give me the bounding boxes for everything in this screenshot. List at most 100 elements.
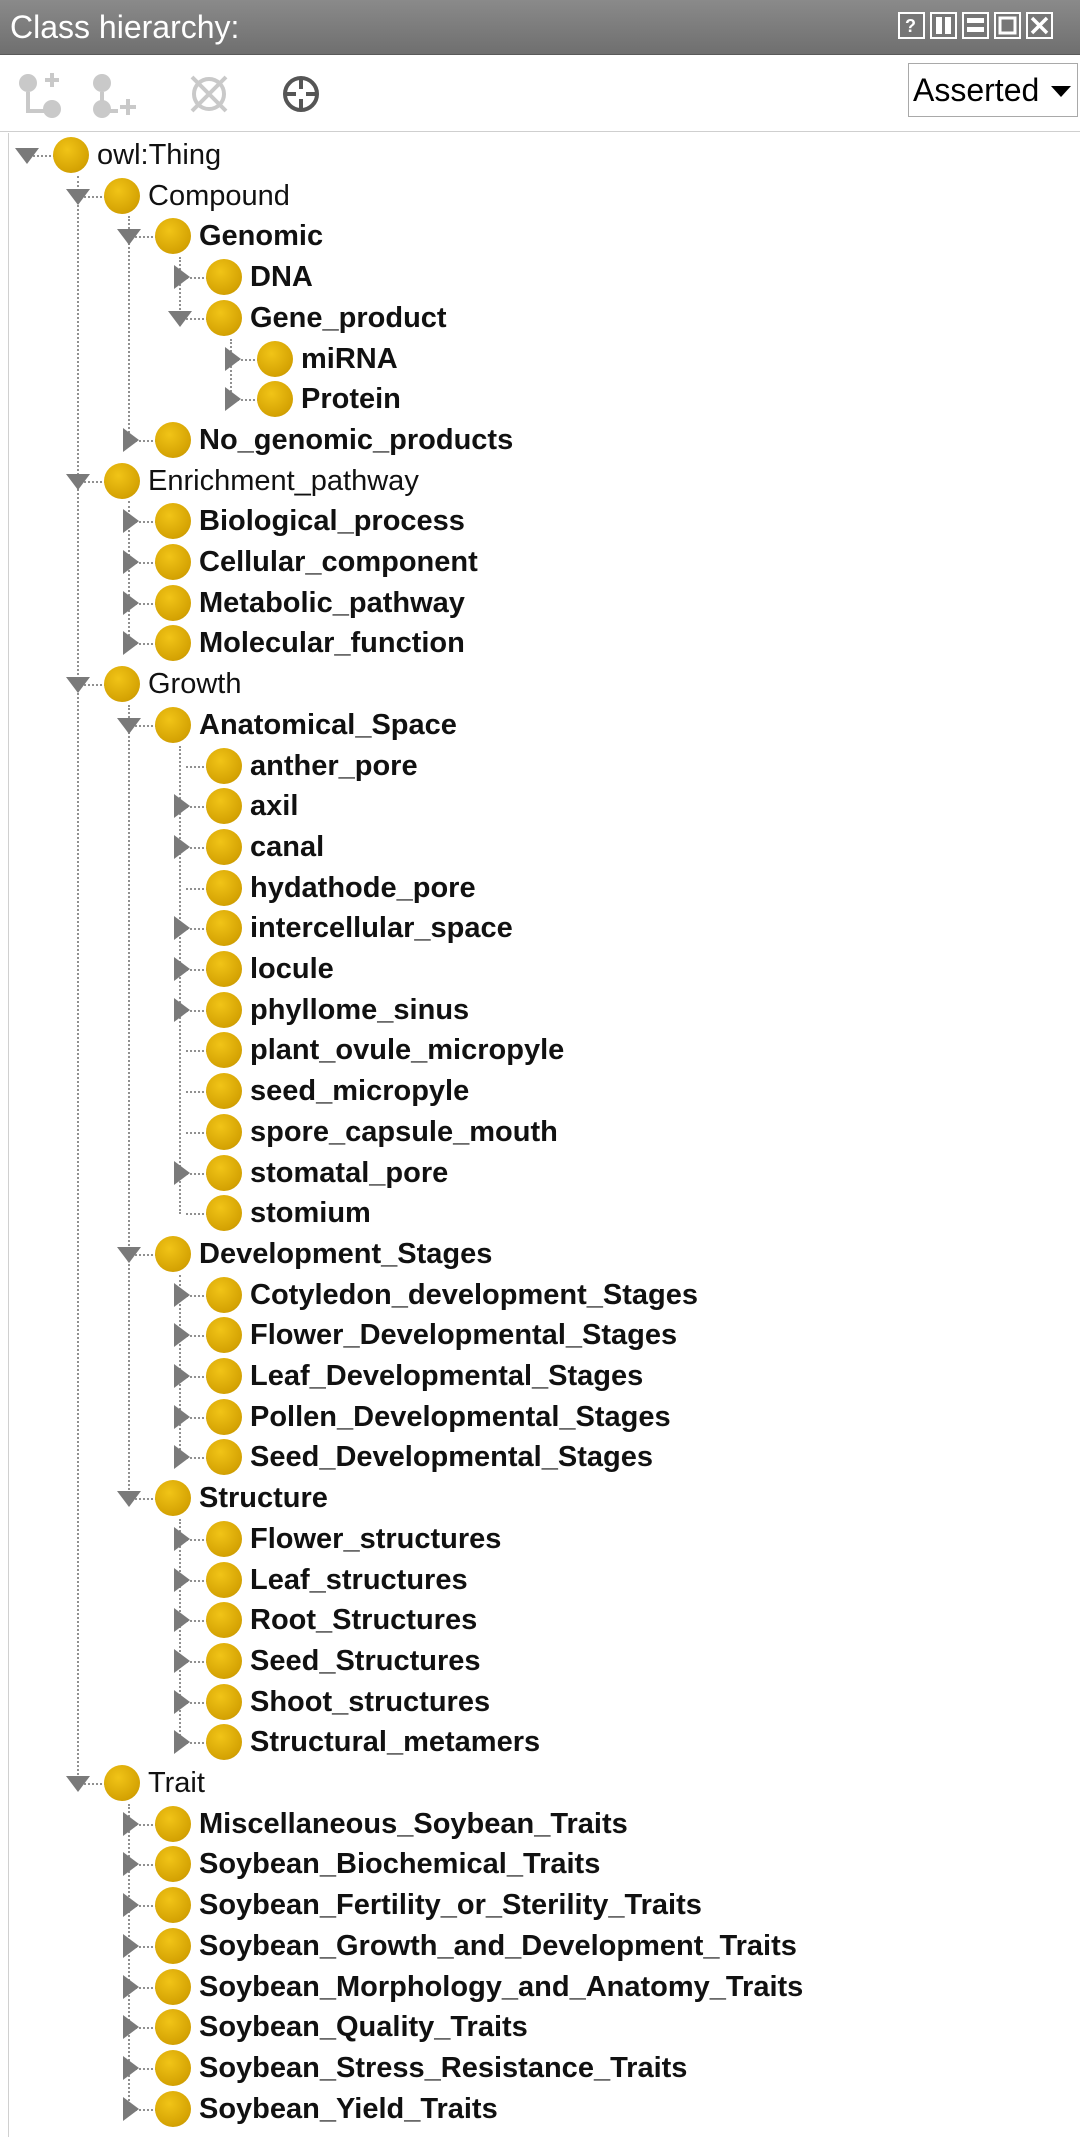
expand-toggle-icon[interactable]	[174, 997, 190, 1022]
tree-node[interactable]: stomium	[9, 1193, 1079, 1233]
expand-toggle-icon[interactable]	[123, 1933, 139, 1958]
tree-node[interactable]: Trait	[9, 1763, 1079, 1803]
expand-toggle-icon[interactable]	[174, 1730, 190, 1755]
expand-toggle-icon[interactable]	[174, 1526, 190, 1551]
tree-node[interactable]: Root_Structures	[9, 1600, 1079, 1640]
tree-node[interactable]: Leaf_Developmental_Stages	[9, 1356, 1079, 1396]
expand-toggle-icon[interactable]	[174, 1445, 190, 1470]
expand-toggle-icon[interactable]	[123, 1974, 139, 1999]
expand-toggle-icon[interactable]	[123, 550, 139, 574]
expand-toggle-icon[interactable]	[123, 1811, 139, 1836]
minimize-icon[interactable]	[962, 12, 989, 39]
tree-node[interactable]: Soybean_Growth_and_Development_Traits	[9, 1926, 1079, 1966]
tree-node[interactable]: Development_Stages	[9, 1234, 1079, 1274]
tree-node[interactable]: Soybean_Yield_Traits	[9, 2089, 1079, 2129]
expand-toggle-icon[interactable]	[123, 590, 139, 615]
help-icon[interactable]: ?	[898, 12, 925, 39]
tree-node[interactable]: Flower_structures	[9, 1519, 1079, 1559]
expand-toggle-icon[interactable]	[174, 1608, 190, 1633]
collapse-toggle-icon[interactable]	[15, 148, 39, 164]
tree-node[interactable]: hydathode_pore	[9, 868, 1079, 908]
collapse-toggle-icon[interactable]	[66, 473, 90, 490]
expand-toggle-icon[interactable]	[174, 1160, 190, 1185]
tree-node[interactable]: Structure	[9, 1478, 1079, 1518]
tree-node[interactable]: Soybean_Stress_Resistance_Traits	[9, 2048, 1079, 2088]
expand-toggle-icon[interactable]	[225, 387, 241, 412]
collapse-toggle-icon[interactable]	[66, 677, 90, 694]
tree-node[interactable]: Compound	[9, 176, 1079, 216]
target-icon[interactable]	[274, 69, 328, 119]
tree-node[interactable]: Enrichment_pathway	[9, 461, 1079, 501]
tree-node[interactable]: Molecular_function	[9, 623, 1079, 663]
tree-node[interactable]: No_genomic_products	[9, 420, 1079, 460]
tree-node[interactable]: stomatal_pore	[9, 1153, 1079, 1193]
collapse-toggle-icon[interactable]	[117, 1491, 141, 1508]
tree-node[interactable]: Pollen_Developmental_Stages	[9, 1397, 1079, 1437]
delete-class-icon[interactable]	[182, 69, 236, 119]
tree-node[interactable]: Leaf_structures	[9, 1560, 1079, 1600]
tree-node[interactable]: Metabolic_pathway	[9, 583, 1079, 623]
expand-toggle-icon[interactable]	[225, 346, 241, 371]
view-mode-select[interactable]: Asserted	[908, 63, 1078, 117]
expand-toggle-icon[interactable]	[174, 1648, 190, 1673]
add-sibling-icon[interactable]	[88, 69, 142, 119]
tree-node[interactable]: Seed_Developmental_Stages	[9, 1437, 1079, 1477]
tree-node[interactable]: spore_capsule_mouth	[9, 1112, 1079, 1152]
tree-node[interactable]: Cellular_component	[9, 542, 1079, 582]
tree-node[interactable]: owl:Thing	[9, 135, 1079, 175]
tree-node[interactable]: Protein	[9, 379, 1079, 419]
expand-toggle-icon[interactable]	[174, 265, 190, 290]
add-subclass-icon[interactable]	[14, 69, 68, 119]
collapse-toggle-icon[interactable]	[66, 1776, 90, 1792]
expand-toggle-icon[interactable]	[123, 509, 139, 534]
collapse-toggle-icon[interactable]	[168, 310, 192, 327]
tree-node[interactable]: canal	[9, 827, 1079, 867]
tree-node[interactable]: Growth	[9, 664, 1079, 704]
tree-node[interactable]: Structural_metamers	[9, 1722, 1079, 1762]
collapse-toggle-icon[interactable]	[117, 229, 141, 246]
split-view-icon[interactable]	[930, 12, 957, 39]
expand-toggle-icon[interactable]	[123, 2096, 139, 2121]
expand-toggle-icon[interactable]	[174, 1282, 190, 1307]
tree-node[interactable]: DNA	[9, 257, 1079, 297]
expand-toggle-icon[interactable]	[174, 1689, 190, 1714]
expand-toggle-icon[interactable]	[123, 427, 139, 452]
tree-node[interactable]: Genomic	[9, 216, 1079, 256]
collapse-toggle-icon[interactable]	[117, 717, 141, 734]
tree-node[interactable]: miRNA	[9, 339, 1079, 379]
expand-toggle-icon[interactable]	[174, 1567, 190, 1592]
tree-node[interactable]: Anatomical_Space	[9, 705, 1079, 745]
tree-node[interactable]: plant_ovule_micropyle	[9, 1030, 1079, 1070]
expand-toggle-icon[interactable]	[174, 794, 190, 819]
tree-node[interactable]: Soybean_Biochemical_Traits	[9, 1844, 1079, 1884]
tree-node[interactable]: axil	[9, 786, 1079, 826]
expand-toggle-icon[interactable]	[123, 1852, 139, 1877]
expand-toggle-icon[interactable]	[123, 2015, 139, 2040]
expand-toggle-icon[interactable]	[174, 1364, 190, 1388]
tree-node[interactable]: Shoot_structures	[9, 1682, 1079, 1722]
tree-node[interactable]: Soybean_Quality_Traits	[9, 2007, 1079, 2047]
expand-toggle-icon[interactable]	[174, 957, 190, 981]
tree-node[interactable]: Flower_Developmental_Stages	[9, 1315, 1079, 1355]
tree-node[interactable]: Seed_Structures	[9, 1641, 1079, 1681]
tree-node[interactable]: Biological_process	[9, 501, 1079, 541]
tree-node[interactable]: locule	[9, 949, 1079, 989]
tree-node[interactable]: phyllome_sinus	[9, 990, 1079, 1030]
close-icon[interactable]	[1026, 12, 1053, 39]
tree-node[interactable]: Cotyledon_development_Stages	[9, 1275, 1079, 1315]
tree-node[interactable]: Miscellaneous_Soybean_Traits	[9, 1804, 1079, 1844]
expand-toggle-icon[interactable]	[174, 916, 190, 941]
collapse-toggle-icon[interactable]	[66, 188, 90, 205]
expand-toggle-icon[interactable]	[123, 1893, 139, 1918]
collapse-toggle-icon[interactable]	[117, 1246, 141, 1263]
expand-toggle-icon[interactable]	[174, 1404, 190, 1429]
expand-toggle-icon[interactable]	[174, 834, 190, 859]
tree-node[interactable]: Soybean_Fertility_or_Sterility_Traits	[9, 1885, 1079, 1925]
tree-node[interactable]: anther_pore	[9, 746, 1079, 786]
tree-node[interactable]: Gene_product	[9, 298, 1079, 338]
expand-toggle-icon[interactable]	[123, 631, 139, 656]
maximize-icon[interactable]	[994, 12, 1021, 39]
tree-node[interactable]: Soybean_Morphology_and_Anatomy_Traits	[9, 1967, 1079, 2007]
tree-node[interactable]: intercellular_space	[9, 908, 1079, 948]
tree-node[interactable]: seed_micropyle	[9, 1071, 1079, 1111]
